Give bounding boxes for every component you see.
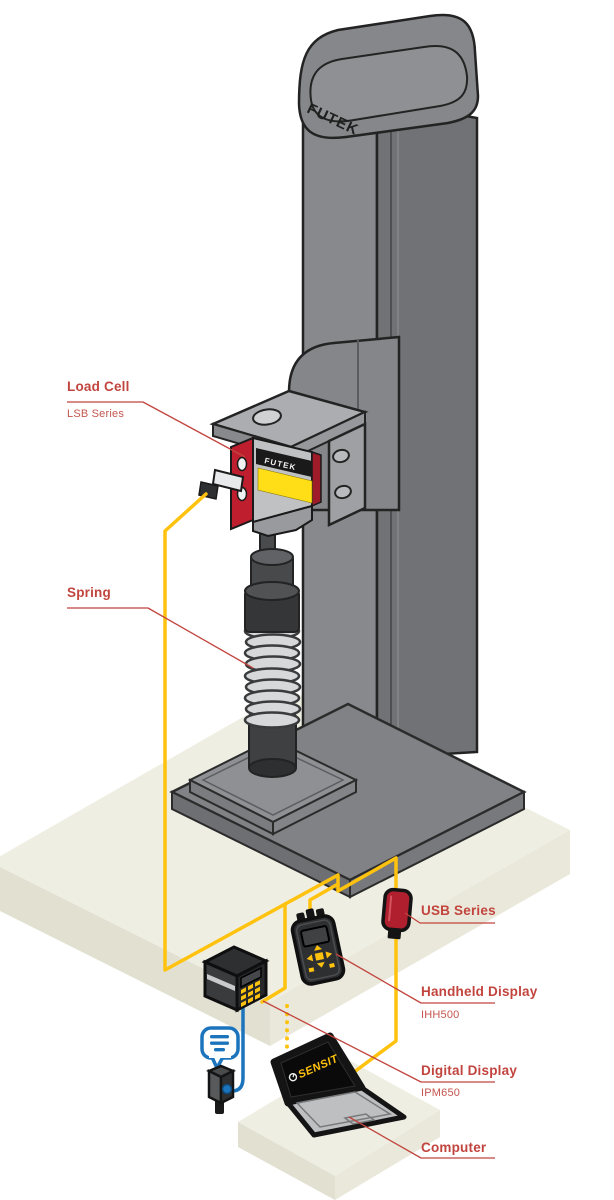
key-down: [316, 961, 325, 968]
bubble-tail-mask: [209, 1052, 231, 1058]
leader-handheld: [335, 953, 495, 1004]
display-screen: [240, 966, 262, 989]
label-load-cell: Load Cell: [67, 379, 130, 394]
spring-upper-cylinder-top: [250, 548, 294, 566]
laptop: SENSIT: [270, 1032, 407, 1138]
key: [248, 996, 253, 1004]
table-front-right-face: [270, 830, 570, 1046]
key: [255, 986, 260, 994]
platform-front-left: [238, 1122, 335, 1200]
bracket-bolt-top: [332, 448, 350, 464]
stand-base: [169, 702, 527, 899]
handheld-screen: [300, 925, 331, 948]
key-fn: [329, 962, 335, 968]
table-front-left-face: [0, 867, 270, 1046]
leader-spring: [67, 607, 254, 669]
usb-adapter-device: [381, 887, 413, 940]
key: [255, 980, 260, 987]
key: [248, 983, 253, 991]
cap-top-face-line: [309, 45, 469, 123]
connector-barrel: [211, 468, 245, 493]
spring-bottom-cylinder-base: [248, 758, 297, 778]
bolt-head: [334, 484, 352, 500]
leader-computer: [348, 1116, 495, 1159]
bracket-front-plate: [327, 422, 367, 527]
label-digital-display: Digital Display: [421, 1063, 518, 1078]
platform-right-edge: [272, 778, 357, 836]
spring-coils: [243, 622, 302, 729]
spring-collar-top: [244, 581, 300, 601]
handheld-display-device: [290, 908, 346, 986]
leader-load-cell: [67, 401, 246, 458]
handheld-body-highlight: [295, 919, 341, 981]
spring-assembly: [243, 523, 302, 778]
base-platform: [187, 737, 359, 836]
bracket-bolt-bottom: [334, 484, 352, 500]
bracket-hole: [252, 408, 282, 426]
label-handheld-display: Handheld Display: [421, 984, 538, 999]
load-cell-yellow-label: [257, 467, 313, 504]
key-up: [314, 945, 322, 951]
key: [241, 987, 246, 994]
label-load-cell-series: LSB Series: [67, 408, 125, 420]
laptop-screen: [280, 1041, 356, 1098]
key-center: [314, 952, 324, 961]
leader-digital-display: [262, 1000, 495, 1083]
display-keypad: [241, 980, 260, 1007]
usb-connector: [387, 927, 402, 940]
load-cell-right-red-edge: [311, 450, 322, 508]
bubble-line: [210, 1041, 229, 1045]
key-left: [306, 954, 314, 962]
base-front-right-face: [349, 790, 525, 899]
cable-branch-digital-display: [260, 902, 287, 1004]
dongle-port: [221, 1083, 233, 1095]
handheld-keypad: [306, 945, 335, 973]
key: [241, 993, 246, 1001]
label-computer: Computer: [421, 1140, 487, 1155]
label-usb-series: USB Series: [421, 903, 496, 918]
key-right: [325, 951, 333, 959]
bubble-line: [214, 1048, 225, 1052]
bolt-head: [332, 448, 350, 464]
annotation-leader-lines: [67, 401, 495, 1159]
coil: [243, 711, 301, 729]
side-plate-hole-top: [236, 456, 248, 472]
stand-cap: FUTEK: [297, 13, 480, 140]
load-cell-brand-band: [256, 448, 312, 477]
load-cell: FUTEK: [198, 436, 322, 538]
usb-body: [381, 887, 413, 933]
sensit-gauge-needle: [292, 1073, 295, 1078]
key: [241, 1000, 246, 1007]
usb-body-highlight: [388, 895, 393, 922]
label-digital-model: IPM650: [421, 1087, 461, 1099]
key: [255, 993, 260, 1000]
dongle-left-face: [207, 1068, 223, 1106]
speech-bubble-icon: [200, 1026, 240, 1070]
display-vent-stripe: [207, 974, 235, 991]
platform-front-right: [335, 1110, 440, 1200]
bubble-line: [210, 1035, 229, 1039]
sensit-gauge-icon: [288, 1072, 298, 1082]
laptop-keyboard-outline: [295, 1091, 393, 1128]
wireless-dongle: [205, 1064, 237, 1114]
label-spring: Spring: [67, 585, 111, 600]
key-fn: [308, 967, 315, 973]
label-handheld-model: IHH500: [421, 1009, 460, 1021]
laptop-trackpad: [343, 1113, 376, 1125]
key: [248, 990, 253, 997]
load-cell-bottom-hook: [252, 504, 313, 538]
digital-display-device: [201, 945, 270, 1013]
leader-usb-series: [404, 912, 495, 924]
